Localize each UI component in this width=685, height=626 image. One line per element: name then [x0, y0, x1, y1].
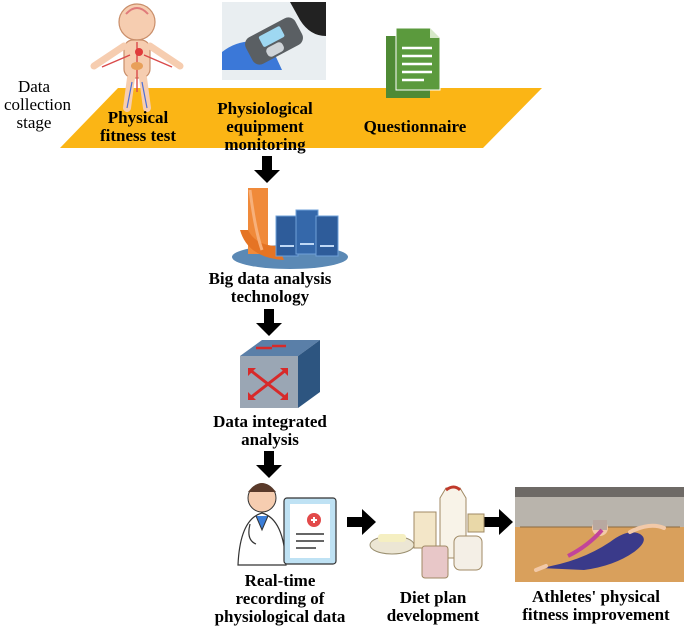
- integrated-line-1: Data integrated: [213, 412, 327, 431]
- recording-label: Real-time recording of physiological dat…: [205, 572, 355, 626]
- stage-label-line-1: Data: [17, 77, 51, 96]
- big-data-line-2: technology: [230, 287, 310, 306]
- integrated-analysis-label: Data integrated analysis: [200, 413, 340, 449]
- flow-arrows: [254, 156, 513, 535]
- data-collection-band: [60, 88, 542, 148]
- arrow-integrated-to-recording: [256, 451, 282, 478]
- fitness-test-line-2: fitness test: [99, 126, 176, 145]
- pulse-oximeter-icon: [222, 2, 326, 80]
- diet-plan-label: Diet plan development: [378, 589, 488, 625]
- arrow-equipment-to-bigdata: [254, 156, 280, 183]
- arrow-recording-to-diet: [347, 509, 376, 535]
- documents-icon: [386, 27, 441, 98]
- stage-label: Data collection stage: [4, 77, 72, 132]
- improvement-line-2: fitness improvement: [522, 605, 670, 624]
- recording-line-3: physiological data: [214, 607, 346, 626]
- stage-label-line-3: stage: [16, 113, 52, 132]
- improvement-label: Athletes' physical fitness improvement: [510, 588, 682, 624]
- big-data-line-1: Big data analysis: [208, 269, 332, 288]
- improvement-line-1: Athletes' physical: [532, 587, 660, 606]
- dairy-food-icon: [369, 485, 485, 579]
- data-switch-cube-icon: [240, 340, 320, 408]
- questionnaire-label: Questionnaire: [355, 118, 475, 136]
- human-anatomy-icon: [90, 3, 184, 112]
- equipment-line-1: Physiological: [217, 99, 313, 118]
- doctor-clipboard-icon: [237, 483, 337, 566]
- arrow-bigdata-to-integrated: [256, 309, 282, 336]
- diet-line-2: development: [386, 606, 480, 625]
- gymnast-photo-icon: [515, 487, 684, 582]
- equipment-line-3: monitoring: [224, 135, 306, 154]
- diet-line-1: Diet plan: [399, 588, 467, 607]
- equipment-monitoring-label: Physiological equipment monitoring: [200, 100, 330, 154]
- recording-line-2: recording of: [235, 589, 325, 608]
- fitness-test-line-1: Physical: [107, 108, 169, 127]
- fitness-test-label: Physical fitness test: [88, 109, 188, 145]
- big-data-label: Big data analysis technology: [200, 270, 340, 306]
- arrow-diet-to-improvement: [484, 509, 513, 535]
- questionnaire-line-1: Questionnaire: [363, 117, 467, 136]
- integrated-line-2: analysis: [241, 430, 299, 449]
- equipment-line-2: equipment: [226, 117, 304, 136]
- stage-label-line-2: collection: [4, 95, 72, 114]
- recording-line-1: Real-time: [244, 571, 316, 590]
- server-cluster-icon: [232, 188, 348, 269]
